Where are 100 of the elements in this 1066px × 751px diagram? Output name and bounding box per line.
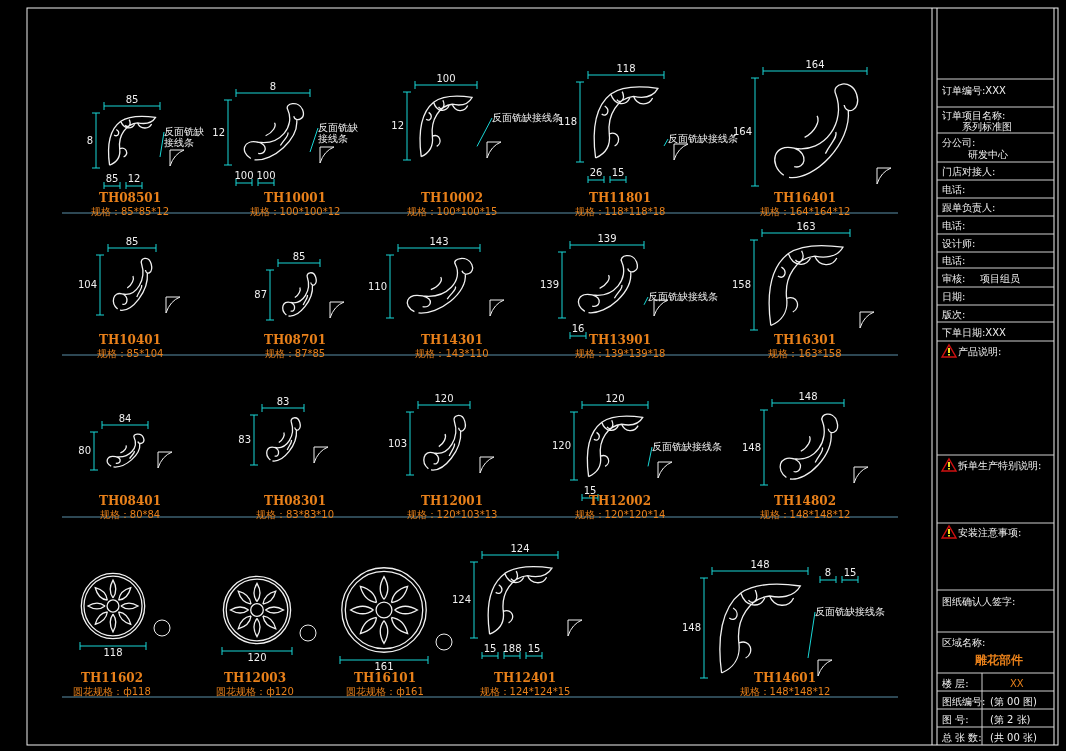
leader-label: 反面铣缺接线条 <box>815 606 885 617</box>
dimension-value: 84 <box>118 413 132 424</box>
field-label: 设计师: <box>942 238 976 249</box>
product-code: TH10001 <box>264 192 326 206</box>
product-code: TH12002 <box>589 495 651 509</box>
dimension-value: 120 <box>434 393 454 404</box>
product-code: TH12401 <box>494 672 556 686</box>
spec-text: 规格：87*85 <box>264 348 326 359</box>
dimension-value: 103 <box>387 437 407 449</box>
spec-text: 规格：120*120*14 <box>574 509 666 520</box>
field-label: 电话: <box>942 255 966 266</box>
product-code: TH10002 <box>421 192 483 206</box>
dimension-value: 26 <box>589 167 603 178</box>
dimension-value: 148 <box>750 559 770 570</box>
leader-line <box>476 117 493 147</box>
field-label: 电话: <box>942 220 966 231</box>
area-name: 雕花部件 <box>975 654 1023 668</box>
product-code: TH14802 <box>774 495 836 509</box>
product-code: TH16101 <box>354 672 416 686</box>
leader-line <box>663 138 669 147</box>
dimension-value: 139 <box>597 233 617 244</box>
dimension-value: 104 <box>77 279 97 290</box>
leader-line <box>159 131 165 158</box>
dimension-value: 80 <box>78 445 91 456</box>
order-date-field: 下单日期:XXX <box>942 327 1006 338</box>
spec-text: 规格：80*84 <box>99 509 161 520</box>
field-label: 总 张 数: <box>942 732 982 743</box>
leader-label: 反面铣缺接线条 <box>648 291 718 302</box>
field-label: 区域名称: <box>942 637 986 648</box>
dimension-value: 118 <box>103 647 123 658</box>
dimension-value: 120 <box>605 393 625 404</box>
leader-line <box>807 611 816 659</box>
dimension-value: 83 <box>276 396 290 407</box>
product-code: TH08301 <box>264 495 326 509</box>
leader-label: 反面铣缺接线条 <box>652 441 722 452</box>
field-label: 分公司: <box>942 137 976 148</box>
dimension-value: 139 <box>539 279 559 290</box>
field-label: 电话: <box>942 184 966 195</box>
dimension-value: 148 <box>798 391 818 402</box>
dimension-value: 188 <box>502 643 522 654</box>
spec-text: 规格：85*104 <box>96 348 164 359</box>
spec-text: 规格：118*118*18 <box>574 206 666 217</box>
dimension-value: 110 <box>367 280 387 292</box>
dimension-value: 12 <box>212 126 225 138</box>
leader-label: 反面铣缺接线条 <box>164 126 208 148</box>
field-value: 系列标准图 <box>962 121 1012 132</box>
product-code: TH10401 <box>99 334 161 348</box>
product-code: TH11602 <box>81 672 143 686</box>
spec-text: 圆花规格：ф118 <box>73 686 151 697</box>
dimension-value: 8 <box>269 81 277 92</box>
spec-text: 规格：124*124*15 <box>479 686 571 697</box>
dimension-value: 100 <box>234 170 254 181</box>
field-label: 审核: <box>942 273 966 284</box>
field-label: 门店对接人: <box>942 166 996 177</box>
section-heading: 产品说明: <box>958 346 1002 357</box>
spec-text: 规格：148*148*12 <box>739 686 831 697</box>
leader-line <box>643 296 649 306</box>
field-label: 版次: <box>942 309 966 320</box>
product-code: TH08401 <box>99 495 161 509</box>
product-code: TH14301 <box>421 334 483 348</box>
product-code: TH16301 <box>774 334 836 348</box>
dimension-value: 15 <box>843 567 857 578</box>
dimension-value: 120 <box>247 652 267 663</box>
dimension-value: 158 <box>731 279 751 290</box>
field-label: 日期: <box>942 291 966 302</box>
dimension-value: 163 <box>796 221 816 232</box>
product-code: TH16401 <box>774 192 836 206</box>
dimension-value: 124 <box>510 543 530 554</box>
field-label: 跟单负责人: <box>942 202 996 213</box>
dimension-value: 83 <box>238 434 251 445</box>
field-value: 研发中心 <box>968 149 1008 160</box>
dimension-value: 85 <box>292 251 306 262</box>
dimension-value: 85 <box>125 236 139 247</box>
field-value: 项目组员 <box>980 273 1020 284</box>
product-code: TH08501 <box>99 192 161 206</box>
field-value: (第 00 图) <box>990 696 1037 707</box>
dimension-value: 148 <box>681 622 701 633</box>
dimension-value: 100 <box>436 73 456 84</box>
field-label: 订单项目名称: <box>942 110 1006 121</box>
spec-text: 规格：143*110 <box>415 348 489 359</box>
dimension-value: 12 <box>391 120 404 131</box>
dimension-value: 124 <box>451 594 471 605</box>
dimension-value: 148 <box>741 441 761 453</box>
product-code: TH12003 <box>224 672 286 686</box>
spec-text: 规格：85*85*12 <box>90 206 170 217</box>
dimension-value: 85 <box>125 94 139 105</box>
floor-value: XX <box>1010 678 1024 689</box>
dimension-value: 16 <box>571 323 585 334</box>
dimension-value: 143 <box>429 236 449 247</box>
dimension-value: 100 <box>256 170 276 181</box>
dimension-value: 15 <box>527 643 541 654</box>
spec-text: 规格：83*83*10 <box>255 509 335 520</box>
dimension-value: 8 <box>86 134 93 146</box>
field-value: (第 2 张) <box>990 714 1031 725</box>
field-value: (共 00 张) <box>990 732 1037 743</box>
spec-text: 规格：163*158 <box>768 348 842 359</box>
spec-text: 规格：139*139*18 <box>574 348 666 359</box>
spec-text: 圆花规格：ф120 <box>216 686 294 697</box>
spec-text: 规格：164*164*12 <box>759 206 851 217</box>
spec-text: 圆花规格：ф161 <box>346 686 424 697</box>
